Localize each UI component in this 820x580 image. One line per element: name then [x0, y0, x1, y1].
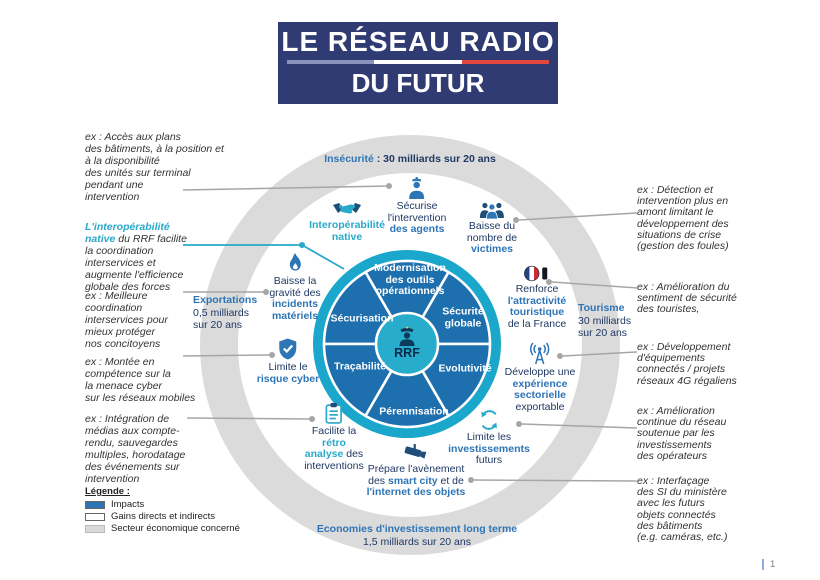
label-perennisation: Pérennisation	[379, 405, 449, 418]
label-securite-globale: Sécurité globale	[442, 305, 484, 329]
cctv-camera-icon	[404, 444, 427, 459]
title-line1: LE RÉSEAU RADIO	[281, 26, 555, 57]
flame-icon	[289, 253, 301, 271]
ring-item-interoperabilite: Interopérabilité native	[309, 200, 385, 243]
ring-item-retro-analyse: Facilite la rétro analyse des interventi…	[304, 403, 364, 472]
ring-item-victimes: Baisse du nombre de victimes	[467, 201, 517, 256]
antenna-icon	[530, 342, 550, 365]
people-group-icon	[479, 202, 504, 219]
left-text-interoperabilite: L'interopérabilité native du RRF facilit…	[85, 221, 187, 293]
left-text-acces-plans: ex : Accès aux plans des bâtiments, à la…	[85, 131, 224, 203]
france-flag-icon	[524, 265, 548, 282]
agent-icon	[409, 177, 425, 199]
legend-swatch-impacts	[85, 500, 105, 509]
handshake-icon	[332, 203, 361, 214]
ring-item-incidents: Baisse la gravité des incidents matériel…	[269, 252, 321, 322]
label-evolutivite: Evolutivité	[438, 362, 492, 375]
segment-modernisation	[364, 259, 450, 346]
stat-insecurite: Insécurité : 30 milliards sur 20 ans	[324, 153, 496, 165]
legend-item-secteur: Secteur économique concerné	[85, 523, 240, 534]
title-banner: LE RÉSEAU RADIO DU FUTUR	[278, 22, 558, 104]
clipboard-icon	[325, 403, 343, 424]
legend-item-impacts: Impacts	[85, 499, 240, 510]
segment-perennisation	[364, 342, 450, 429]
left-text-cyber: ex : Montée en compétence sur la la mena…	[85, 356, 196, 404]
label-securisation: Sécurisation	[330, 312, 394, 325]
right-text-equipements: ex : Développement d'équipements connect…	[637, 341, 737, 387]
page-number-divider	[762, 559, 764, 570]
ring-item-exportable: Développe une expérience sectorielle exp…	[505, 341, 575, 413]
right-text-detection: ex : Détection et intervention plus en a…	[637, 184, 729, 253]
ring-item-investissements: Limite les investissements futurs	[448, 410, 530, 467]
legend: Légende : Impacts Gains directs et indir…	[85, 486, 240, 535]
tricolor-divider	[287, 60, 549, 64]
stat-economies: Economies d'investissement long terme 1,…	[316, 523, 518, 548]
recycle-arrows-icon	[481, 410, 497, 430]
rrf-officer-icon	[399, 326, 415, 346]
stat-exportations: Exportations 0,5 milliards sur 20 ans	[193, 294, 258, 331]
right-text-sentiment-securite: ex : Amélioration du sentiment de sécuri…	[637, 281, 737, 316]
label-modernisation: Modernisation des outils opérationnels	[374, 261, 446, 297]
title-line2: DU FUTUR	[351, 68, 485, 98]
ring-item-cyber: Limite le risque cyber	[257, 338, 319, 385]
right-text-amelioration-reseau: ex : Amélioration continue du réseau sou…	[637, 405, 727, 462]
hub-label: RRF	[394, 346, 420, 360]
legend-swatch-secteur	[85, 524, 105, 533]
legend-swatch-gains	[85, 512, 105, 521]
legend-item-gains: Gains directs et indirects	[85, 511, 240, 522]
ring-item-tourisme-france: Renforce l'attractivité touristique de l…	[508, 265, 566, 330]
right-text-interfacage: ex : Interfaçage des SI du ministère ave…	[637, 475, 728, 544]
legend-title: Légende :	[85, 486, 130, 497]
ring-item-smart-city: Prépare l'avènement des smart city et de…	[367, 444, 465, 499]
page-number: 1	[762, 559, 775, 570]
shield-check-icon	[279, 338, 297, 360]
stat-tourisme: Tourisme 30 milliards sur 20 ans	[578, 302, 632, 339]
left-text-coordination: ex : Meilleure coordination interservice…	[85, 290, 168, 350]
ring-item-agents: Sécurise l'intervention des agents	[388, 177, 446, 236]
rrf-wheel	[313, 250, 501, 438]
left-text-medias: ex : Intégration de médias aux compte- r…	[85, 413, 186, 485]
label-tracabilite: Traçabilité	[334, 360, 386, 373]
